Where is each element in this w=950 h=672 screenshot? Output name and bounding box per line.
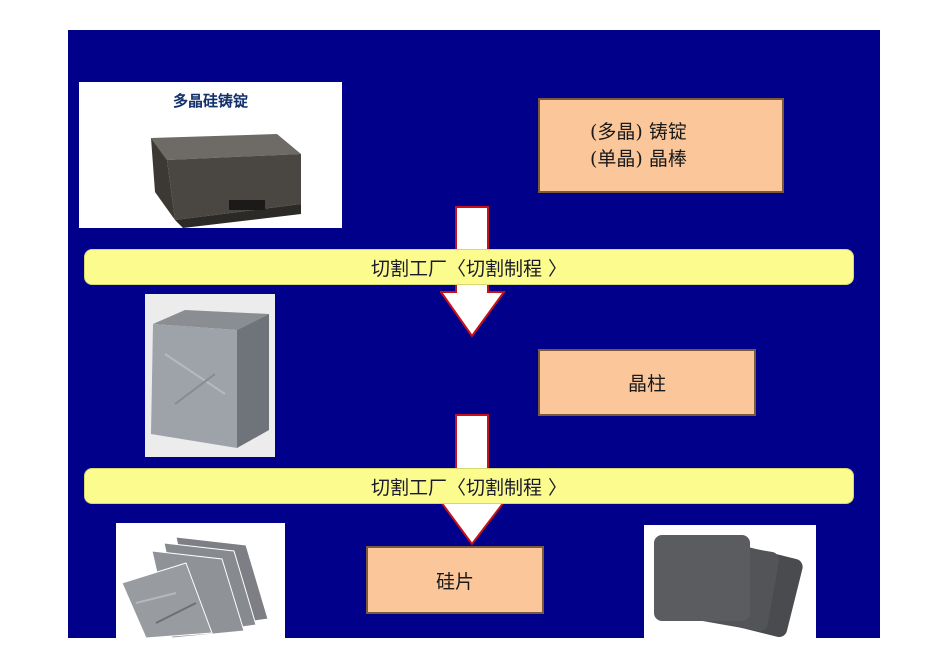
column-photo bbox=[145, 294, 275, 457]
ingot-box-line-2: (单晶) 晶棒 bbox=[590, 147, 687, 170]
column-box-label: 晶柱 bbox=[627, 373, 666, 395]
wafer-box: 硅片 bbox=[366, 546, 544, 614]
column-image bbox=[151, 310, 269, 448]
cutting-band-1: 切割工厂〈切割制程 〉 bbox=[84, 249, 854, 285]
ingot-photo-title: 多晶硅铸锭 bbox=[172, 92, 248, 110]
ingot-photo: 多晶硅铸锭 bbox=[79, 82, 342, 228]
cutting-band-2-label: 切割工厂〈切割制程 〉 bbox=[370, 476, 568, 499]
poly-wafer-photo bbox=[116, 523, 285, 638]
process-slide: 多晶硅铸锭 (多晶) 铸锭 (单晶) 晶棒 切割工厂〈切割制程 〉 晶柱 bbox=[68, 30, 880, 638]
wafer-box-label: 硅片 bbox=[435, 570, 474, 593]
cutting-band-2: 切割工厂〈切割制程 〉 bbox=[84, 468, 854, 504]
dark-wafer-image bbox=[654, 535, 803, 638]
poly-wafer-image bbox=[121, 536, 269, 638]
dark-wafer-photo bbox=[644, 525, 816, 638]
column-box: 晶柱 bbox=[538, 349, 756, 416]
cutting-band-1-label: 切割工厂〈切割制程 〉 bbox=[370, 257, 568, 280]
ingot-image bbox=[151, 134, 301, 228]
ingot-box: (多晶) 铸锭 (单晶) 晶棒 bbox=[538, 98, 784, 193]
ingot-box-line-1: (多晶) 铸锭 bbox=[590, 120, 687, 143]
